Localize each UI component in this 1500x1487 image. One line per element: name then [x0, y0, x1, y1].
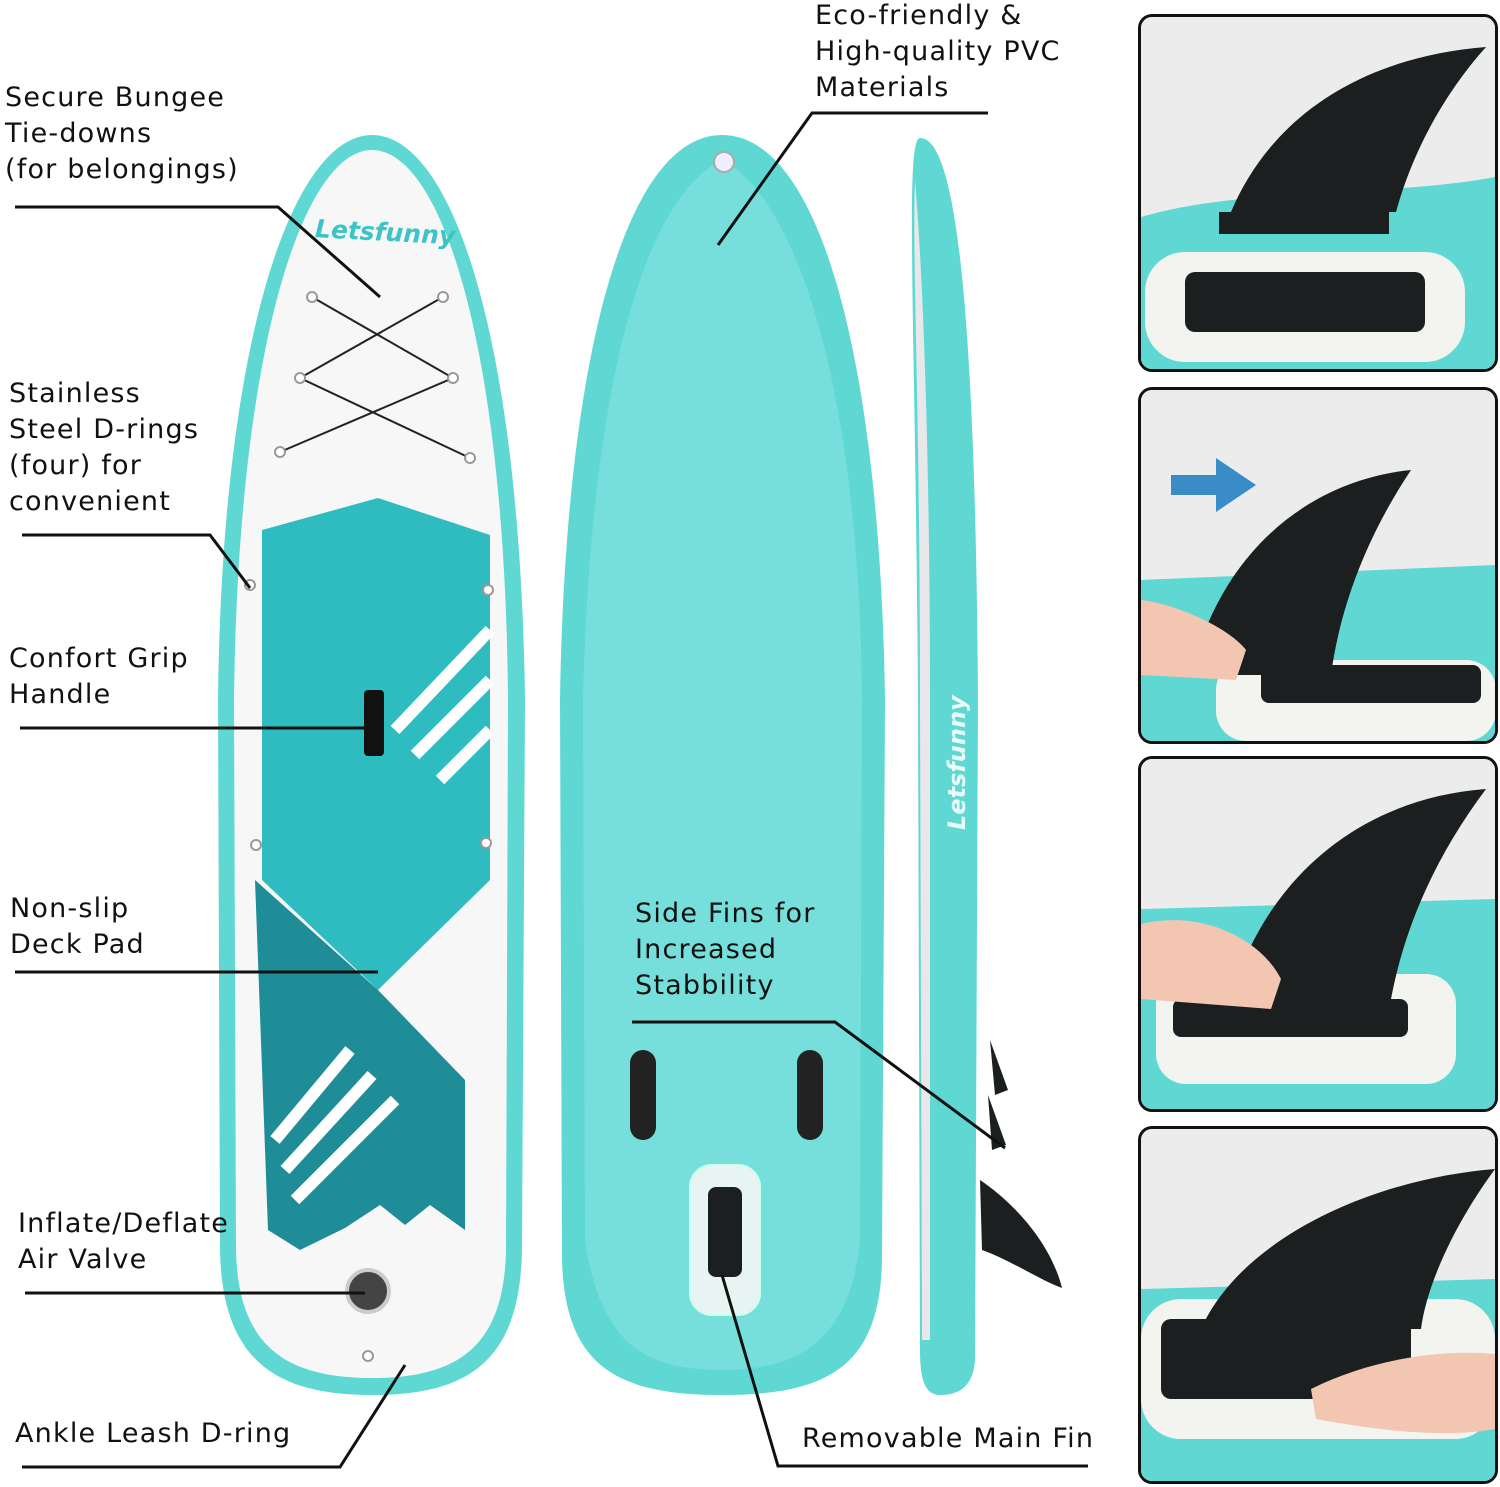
callout-line: High-quality PVC: [815, 36, 1061, 67]
callout-line: Non-slip: [10, 893, 130, 924]
callout-d-rings: Stainless Steel D-rings (four) for conve…: [9, 376, 199, 520]
callout-side-fins: Side Fins for Increased Stabbility: [635, 896, 816, 1004]
callout-line: Handle: [9, 679, 112, 710]
callout-air-valve: Inflate/Deflate Air Valve: [18, 1206, 229, 1278]
callout-line: Steel D-rings: [9, 414, 200, 445]
callout-line: Stainless: [9, 378, 141, 409]
callout-line: Secure Bungee: [5, 82, 226, 113]
svg-text:Letsfunny: Letsfunny: [943, 694, 971, 830]
main-fin-box: [708, 1187, 742, 1277]
callout-line: Materials: [815, 72, 950, 103]
bungee-cords: [279, 296, 471, 459]
callout-line: (four) for: [9, 450, 143, 481]
fin-box-photo: [1141, 17, 1495, 369]
arrow-right-icon: [1171, 458, 1256, 512]
callout-line: Deck Pad: [10, 929, 145, 960]
grip-handle: [364, 690, 384, 756]
callout-deck-pad: Non-slip Deck Pad: [10, 891, 145, 963]
callout-line: Removable Main Fin: [802, 1423, 1095, 1454]
fin-step-panel-4: [1138, 1126, 1498, 1484]
board-side-view: Letsfunny: [911, 138, 1062, 1395]
callout-handle: Confort Grip Handle: [9, 641, 189, 713]
leader-lines: [15, 111, 1088, 1469]
callout-line: Air Valve: [18, 1244, 148, 1275]
callout-line: Ankle Leash D-ring: [15, 1418, 292, 1449]
callout-line: Confort Grip: [9, 643, 189, 674]
callout-bungee: Secure Bungee Tie-downs (for belongings): [5, 80, 239, 188]
callout-line: convenient: [9, 486, 171, 517]
press-fin-photo: [1141, 759, 1495, 1109]
board-bottom-view: [560, 135, 885, 1395]
callout-line: Stabbility: [635, 970, 775, 1001]
callout-main-fin: Removable Main Fin: [802, 1421, 1094, 1457]
air-valve: [345, 1268, 391, 1314]
fin-step-panel-3: [1138, 756, 1498, 1112]
callout-line: (for belongings): [5, 154, 239, 185]
slide-fin-photo: [1141, 390, 1495, 741]
callout-line: Increased: [635, 934, 778, 965]
board-top-view: Letsfunny: [218, 135, 525, 1395]
callout-line: Inflate/Deflate: [18, 1208, 230, 1239]
callout-line: Tie-downs: [5, 118, 153, 149]
callout-line: Side Fins for: [635, 898, 816, 929]
callout-line: Eco-friendly &: [815, 0, 1023, 31]
callout-ankle-leash: Ankle Leash D-ring: [15, 1416, 291, 1452]
fin-step-panel-1: [1138, 14, 1498, 372]
fin-step-panel-2: [1138, 387, 1498, 744]
callout-pvc: Eco-friendly & High-quality PVC Material…: [815, 0, 1061, 106]
lock-fin-photo: [1141, 1129, 1495, 1481]
